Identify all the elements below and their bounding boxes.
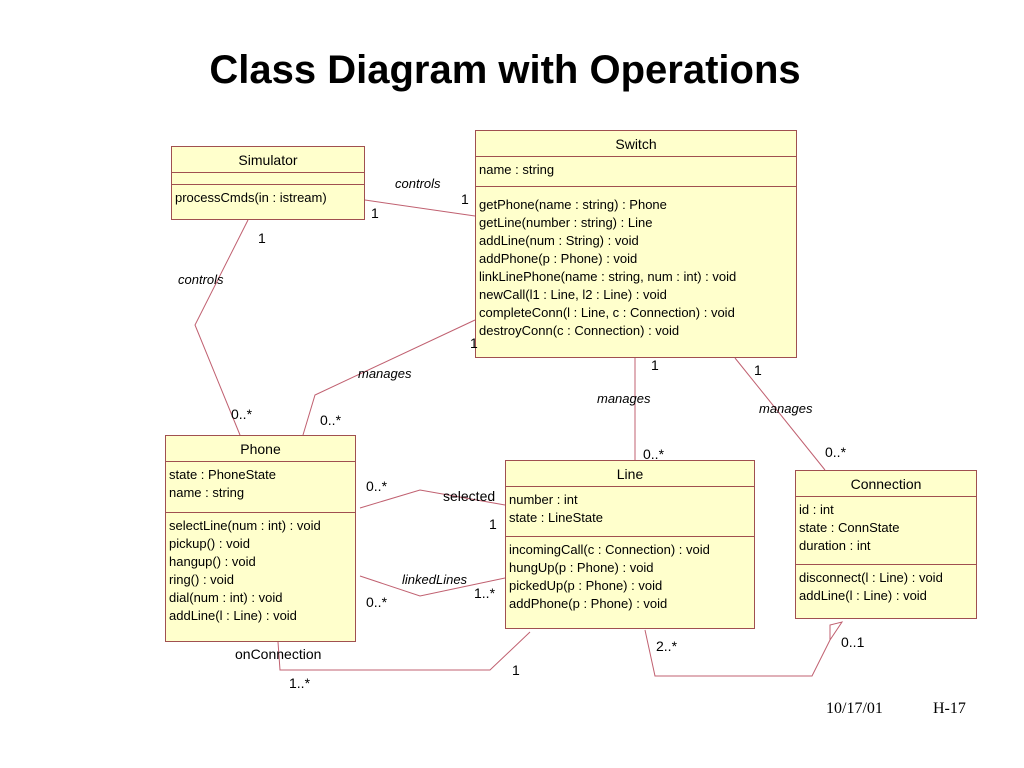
assoc-name-sim-switch: controls: [395, 176, 441, 191]
class-line: Line number : int state : LineState inco…: [505, 460, 755, 629]
multiplicity-phone-line-onconnection-a: 1..*: [289, 675, 311, 691]
multiplicity-sim-phone-b: 0..*: [231, 406, 253, 422]
multiplicity-sim-switch-b: 1: [461, 191, 469, 207]
attribute: state : LineState: [509, 510, 603, 525]
assoc-name-switch-phone: manages: [358, 366, 412, 381]
slide-title: Class Diagram with Operations: [209, 48, 801, 92]
attribute: name : string: [479, 162, 555, 177]
link-line-connection: [644, 621, 844, 677]
class-line-name: Line: [506, 461, 754, 487]
operation: selectLine(num : int) : void: [169, 518, 321, 533]
link-simulator-switch: [364, 199, 476, 217]
operation: newCall(l1 : Line, l2 : Line) : void: [479, 287, 667, 302]
attribute: state : PhoneState: [169, 467, 276, 482]
link-phone-line-onconnection: [277, 631, 531, 671]
class-phone-name: Phone: [166, 436, 355, 462]
operation: completeConn(l : Line, c : Connection) :…: [479, 305, 735, 320]
operation: addPhone(p : Phone) : void: [509, 596, 668, 611]
class-phone: Phone state : PhoneState name : string s…: [165, 435, 356, 642]
attribute: number : int: [509, 492, 578, 507]
multiplicity-sim-phone-a: 1: [258, 230, 266, 246]
operation: hangup() : void: [169, 554, 256, 569]
multiplicity-sim-switch-a: 1: [371, 205, 379, 221]
footer-date: 10/17/01: [826, 700, 883, 717]
class-line-operations: incomingCall(c : Connection) : void hung…: [506, 537, 754, 617]
class-simulator-attributes: [172, 173, 364, 185]
multiplicity-switch-connection-b: 0..*: [825, 444, 847, 460]
assoc-name-sim-phone: controls: [178, 272, 224, 287]
link-phone-line-selected: [359, 489, 506, 509]
operation: dial(num : int) : void: [169, 590, 283, 605]
footer-page: H-17: [933, 700, 966, 717]
multiplicity-switch-phone-a: 1: [470, 335, 478, 351]
class-connection: Connection id : int state : ConnState du…: [795, 470, 977, 619]
class-simulator: Simulator processCmds(in : istream): [171, 146, 365, 220]
class-switch-name: Switch: [476, 131, 796, 157]
operation: addLine(l : Line) : void: [799, 588, 927, 603]
multiplicity-phone-line-selected-a: 0..*: [366, 478, 388, 494]
operation: hungUp(p : Phone) : void: [509, 560, 654, 575]
operation: disconnect(l : Line) : void: [799, 570, 943, 585]
link-phone-line-linked: [359, 575, 506, 597]
class-switch-operations: getPhone(name : string) : Phone getLine(…: [476, 187, 796, 344]
multiplicity-switch-line-a: 1: [651, 357, 659, 373]
class-switch: Switch name : string getPhone(name : str…: [475, 130, 797, 358]
class-switch-attributes: name : string: [476, 157, 796, 187]
class-simulator-operations: processCmds(in : istream): [172, 185, 364, 211]
class-connection-name: Connection: [796, 471, 976, 497]
link-simulator-phone: [194, 219, 249, 436]
class-phone-operations: selectLine(num : int) : void pickup() : …: [166, 513, 355, 629]
assoc-name-switch-line: manages: [597, 391, 651, 406]
operation: pickedUp(p : Phone) : void: [509, 578, 663, 593]
multiplicity-phone-line-selected-b: 1: [489, 516, 497, 532]
class-connection-attributes: id : int state : ConnState duration : in…: [796, 497, 976, 565]
multiplicity-switch-phone-b: 0..*: [320, 412, 342, 428]
assoc-name-phone-line-linked: linkedLines: [402, 572, 468, 587]
attribute: id : int: [799, 502, 834, 517]
class-phone-attributes: state : PhoneState name : string: [166, 462, 355, 513]
assoc-name-switch-connection: manages: [759, 401, 813, 416]
multiplicity-switch-line-b: 0..*: [643, 446, 665, 462]
operation: addLine(l : Line) : void: [169, 608, 297, 623]
operation: incomingCall(c : Connection) : void: [509, 542, 710, 557]
operation: pickup() : void: [169, 536, 250, 551]
operation: linkLinePhone(name : string, num : int) …: [479, 269, 737, 284]
multiplicity-phone-line-linked-b: 1..*: [474, 585, 496, 601]
operation: ring() : void: [169, 572, 235, 587]
operation: destroyConn(c : Connection) : void: [479, 323, 680, 338]
attribute: duration : int: [799, 538, 871, 553]
multiplicity-line-connection-a: 2..*: [656, 638, 678, 654]
multiplicity-phone-line-linked-a: 0..*: [366, 594, 388, 610]
class-connection-operations: disconnect(l : Line) : void addLine(l : …: [796, 565, 976, 609]
attribute: name : string: [169, 485, 245, 500]
operation: addLine(num : String) : void: [479, 233, 639, 248]
attribute: state : ConnState: [799, 520, 900, 535]
link-switch-connection: [734, 357, 826, 471]
class-simulator-name: Simulator: [172, 147, 364, 173]
link-switch-phone: [302, 319, 476, 436]
class-line-attributes: number : int state : LineState: [506, 487, 754, 537]
assoc-name-phone-line-selected: selected: [443, 488, 496, 504]
operation: processCmds(in : istream): [175, 190, 327, 205]
multiplicity-phone-line-onconnection-b: 1: [512, 662, 520, 678]
multiplicity-switch-connection-a: 1: [754, 362, 762, 378]
multiplicity-line-connection-b: 0..1: [841, 634, 865, 650]
assoc-name-phone-line-onconnection: onConnection: [235, 646, 322, 662]
operation: addPhone(p : Phone) : void: [479, 251, 638, 266]
operation: getPhone(name : string) : Phone: [479, 197, 667, 212]
operation: getLine(number : string) : Line: [479, 215, 653, 230]
